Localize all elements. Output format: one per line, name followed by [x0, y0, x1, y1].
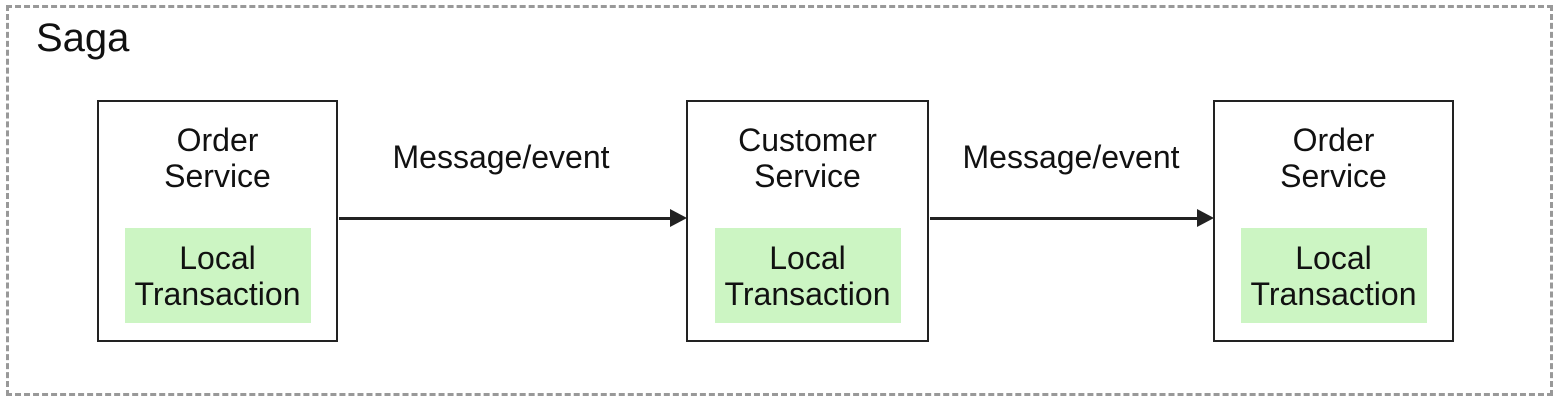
service-node-order-1: Order Service Local Transaction — [97, 100, 338, 342]
service-name-label: Order Service — [164, 122, 271, 194]
message-arrow-line — [930, 217, 1199, 220]
service-name-label: Order Service — [1280, 122, 1387, 194]
message-event-label: Message/event — [392, 139, 610, 175]
service-node-customer: Customer Service Local Transaction — [686, 100, 929, 342]
local-transaction-box: Local Transaction — [124, 228, 311, 323]
arrow-head-icon — [1197, 209, 1214, 227]
service-node-order-2: Order Service Local Transaction — [1213, 100, 1454, 342]
message-event-label: Message/event — [962, 139, 1180, 175]
local-transaction-box: Local Transaction — [714, 228, 901, 323]
local-transaction-box: Local Transaction — [1240, 228, 1427, 323]
local-transaction-label: Local Transaction — [134, 239, 301, 312]
saga-group-boundary — [6, 5, 1553, 396]
local-transaction-label: Local Transaction — [724, 239, 891, 312]
local-transaction-label: Local Transaction — [1250, 239, 1417, 312]
saga-group-label: Saga — [36, 16, 130, 60]
arrow-head-icon — [670, 209, 687, 227]
service-name-label: Customer Service — [738, 122, 877, 194]
message-arrow-line — [339, 217, 672, 220]
